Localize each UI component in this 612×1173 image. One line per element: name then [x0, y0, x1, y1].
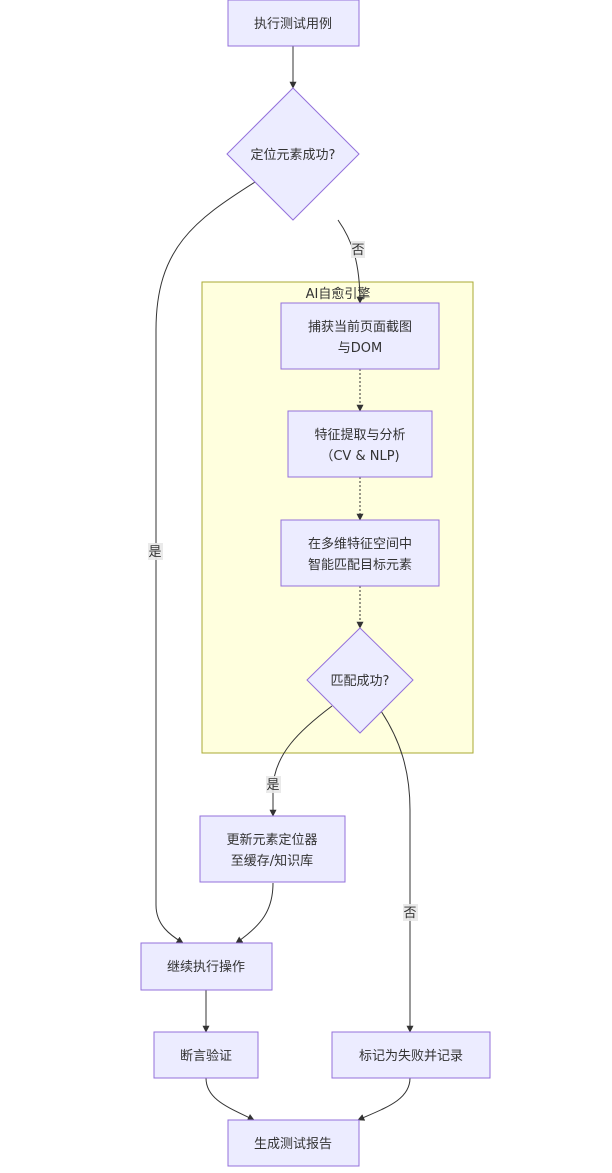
svg-text:标记为失败并记录: 标记为失败并记录: [359, 1049, 463, 1064]
svg-text:继续执行操作: 继续执行操作: [167, 959, 245, 975]
svg-text:否: 否: [403, 906, 416, 921]
node-feature-extraction: 特征提取与分析 （CV & NLP): [287, 410, 433, 478]
edge-label-locate-yes: 是: [148, 543, 163, 560]
svg-text:是: 是: [148, 545, 161, 560]
node-assert-verify: 断言验证: [153, 1031, 259, 1079]
edge-match-no: [380, 710, 414, 1033]
node-smart-match: 在多维特征空间中 智能匹配目标元素: [280, 519, 440, 587]
svg-text:（CV & NLP): （CV & NLP): [320, 449, 399, 464]
edge-label-locate-no: 否: [351, 241, 365, 258]
svg-text:执行测试用例: 执行测试用例: [254, 17, 332, 32]
svg-text:在多维特征空间中: 在多维特征空间中: [308, 536, 412, 552]
node-capture-screenshot-dom: 捕获当前页面截图 与DOM: [280, 302, 440, 370]
edge-locate-yes: [155, 181, 256, 944]
svg-text:更新元素定位器: 更新元素定位器: [226, 832, 317, 848]
node-execute-test-case: 执行测试用例: [227, 0, 360, 47]
node-generate-report: 生成测试报告: [227, 1119, 360, 1167]
svg-text:断言验证: 断言验证: [180, 1048, 232, 1064]
node-update-locator: 更新元素定位器 至缓存/知识库: [199, 815, 346, 883]
edge-update-to-continue: [235, 882, 274, 944]
cluster-title: AI自愈引擎: [306, 287, 371, 302]
svg-text:生成测试报告: 生成测试报告: [254, 1137, 332, 1152]
svg-text:智能匹配目标元素: 智能匹配目标元素: [308, 558, 412, 573]
node-continue-operation: 继续执行操作: [140, 942, 273, 991]
svg-text:与DOM: 与DOM: [338, 341, 382, 356]
node-mark-failed: 标记为失败并记录: [331, 1031, 491, 1079]
edge-label-match-no: 否: [403, 904, 418, 921]
edge-label-match-yes: 是: [266, 776, 281, 793]
edge-labels: 否 是 是 否: [148, 241, 418, 921]
node-locate-success-decision: 定位元素成功?: [226, 87, 360, 221]
svg-text:匹配成功?: 匹配成功?: [331, 674, 390, 689]
edge-assert-to-report: [205, 1077, 255, 1121]
svg-text:特征提取与分析: 特征提取与分析: [314, 427, 405, 443]
svg-text:定位元素成功?: 定位元素成功?: [251, 148, 336, 163]
svg-text:是: 是: [266, 778, 279, 793]
svg-text:捕获当前页面截图: 捕获当前页面截图: [308, 319, 412, 335]
edges: [155, 46, 414, 1121]
svg-text:至缓存/知识库: 至缓存/知识库: [231, 853, 313, 869]
svg-text:否: 否: [351, 243, 364, 258]
node-match-success-decision: 匹配成功?: [306, 627, 414, 734]
edge-failed-to-report: [357, 1077, 411, 1121]
